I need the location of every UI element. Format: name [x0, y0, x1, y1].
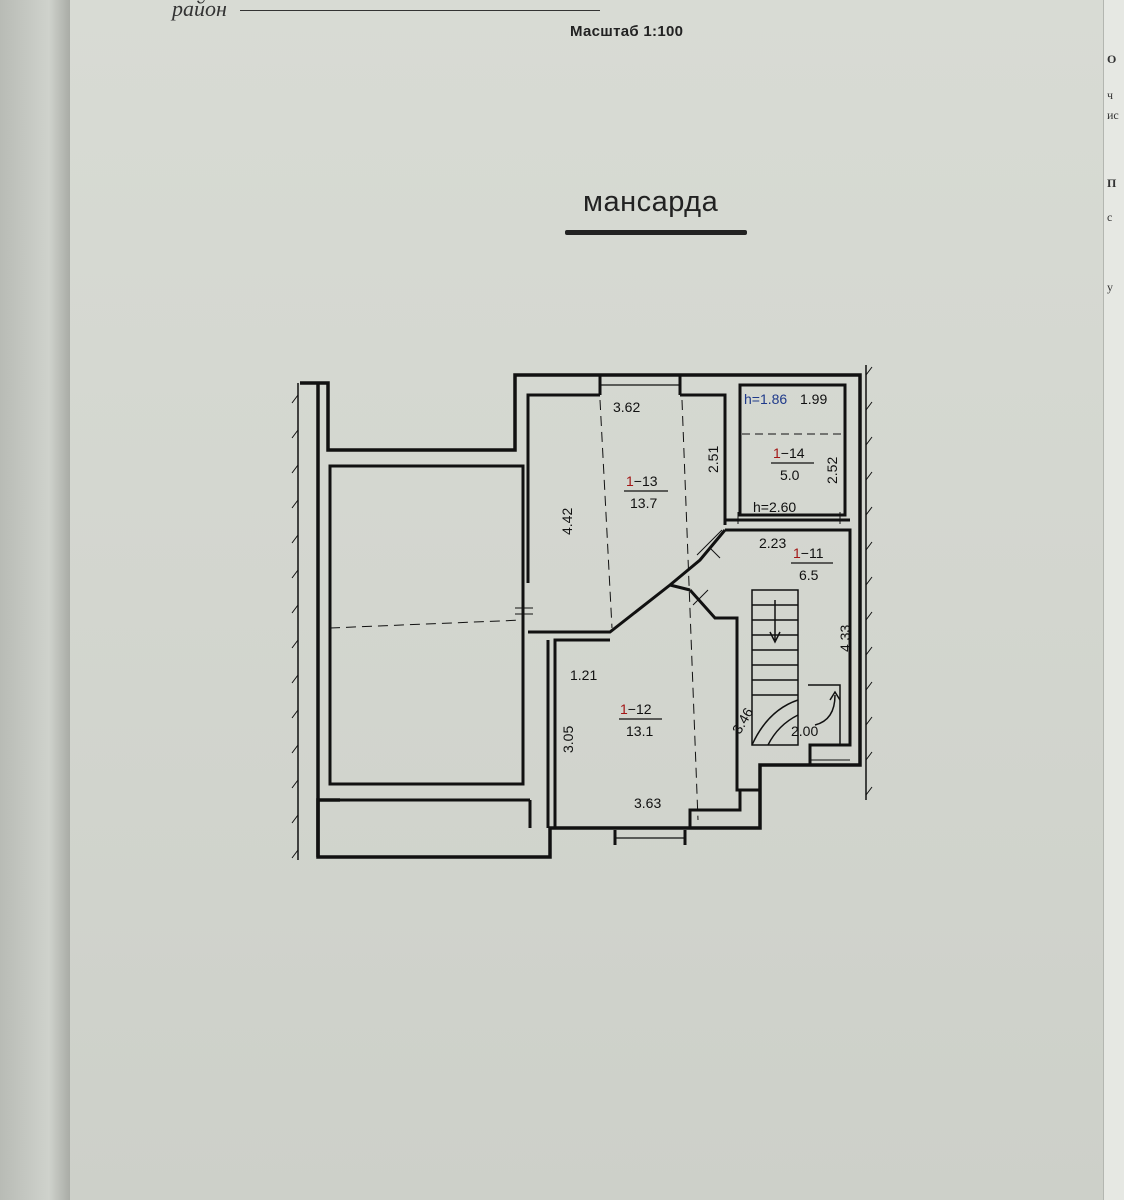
margin-glyph: П: [1107, 176, 1117, 190]
room-13-axes: [599, 399, 699, 821]
room-12-walls: [546, 638, 742, 845]
margin-glyph: с: [1107, 210, 1113, 224]
room-11-walls: [669, 528, 852, 792]
room-floor: 1: [620, 701, 628, 717]
dim-label: 2.51: [705, 446, 721, 473]
scale-text: Масштаб 1:100: [570, 23, 684, 40]
dim-label: 2.00: [791, 723, 818, 739]
margin-glyph: ч: [1107, 88, 1114, 102]
room-label-11: 1−11 6.5: [791, 545, 833, 583]
room-label-12: 1−12 13.1: [619, 701, 662, 739]
room-number: 14: [789, 445, 805, 461]
room-label-14: 1−14 5.0: [771, 445, 814, 483]
district-underline: [240, 10, 600, 11]
room-14-walls: [725, 383, 850, 522]
room-number: 11: [809, 545, 824, 561]
room-number: 12: [636, 701, 652, 717]
room-floor: 1: [626, 473, 634, 489]
dim-label: 2.52: [824, 457, 840, 484]
dim-label: 3.63: [634, 795, 661, 811]
staircase: [751, 589, 850, 761]
svg-text:1−14: 1−14: [773, 445, 805, 461]
height-label: h=2.60: [753, 499, 796, 515]
document-page: [70, 0, 1124, 1200]
floor-title: мансарда: [583, 186, 719, 218]
svg-text:1−13: 1−13: [626, 473, 658, 489]
left-hall-axis: [329, 619, 524, 629]
district-label: район: [172, 0, 227, 21]
dim-label: 4.42: [559, 508, 575, 535]
margin-glyph: ис: [1107, 108, 1119, 122]
height-label: h=1.86: [744, 391, 787, 407]
dim-label: 3.05: [560, 726, 576, 753]
hatch-marks: [291, 366, 873, 859]
room-floor: 1: [793, 545, 801, 561]
svg-text:1−12: 1−12: [620, 701, 652, 717]
room-area: 5.0: [780, 467, 800, 483]
dim-label: 2.23: [759, 535, 786, 551]
adjacent-page: [0, 0, 70, 1200]
margin-glyph: у: [1107, 280, 1113, 294]
next-page-edge: [1103, 0, 1124, 1200]
room-number: 13: [642, 473, 658, 489]
door-marks: [515, 512, 841, 615]
room-area: 13.7: [630, 495, 657, 511]
room-floor: 1: [773, 445, 781, 461]
room-area: 6.5: [799, 567, 819, 583]
room-label-13: 1−13 13.7: [624, 473, 668, 511]
svg-text:1−11: 1−11: [793, 545, 824, 561]
room-area: 13.1: [626, 723, 653, 739]
exterior-hatch: [297, 365, 867, 860]
margin-glyph: О: [1107, 52, 1117, 66]
dim-label: 1.99: [800, 391, 827, 407]
dim-label: 3.62: [613, 399, 640, 415]
dim-label: 4.33: [837, 625, 853, 652]
floor-title-underline: [565, 230, 747, 235]
left-hall-walls: [328, 464, 532, 828]
dim-label: 1.21: [570, 667, 597, 683]
